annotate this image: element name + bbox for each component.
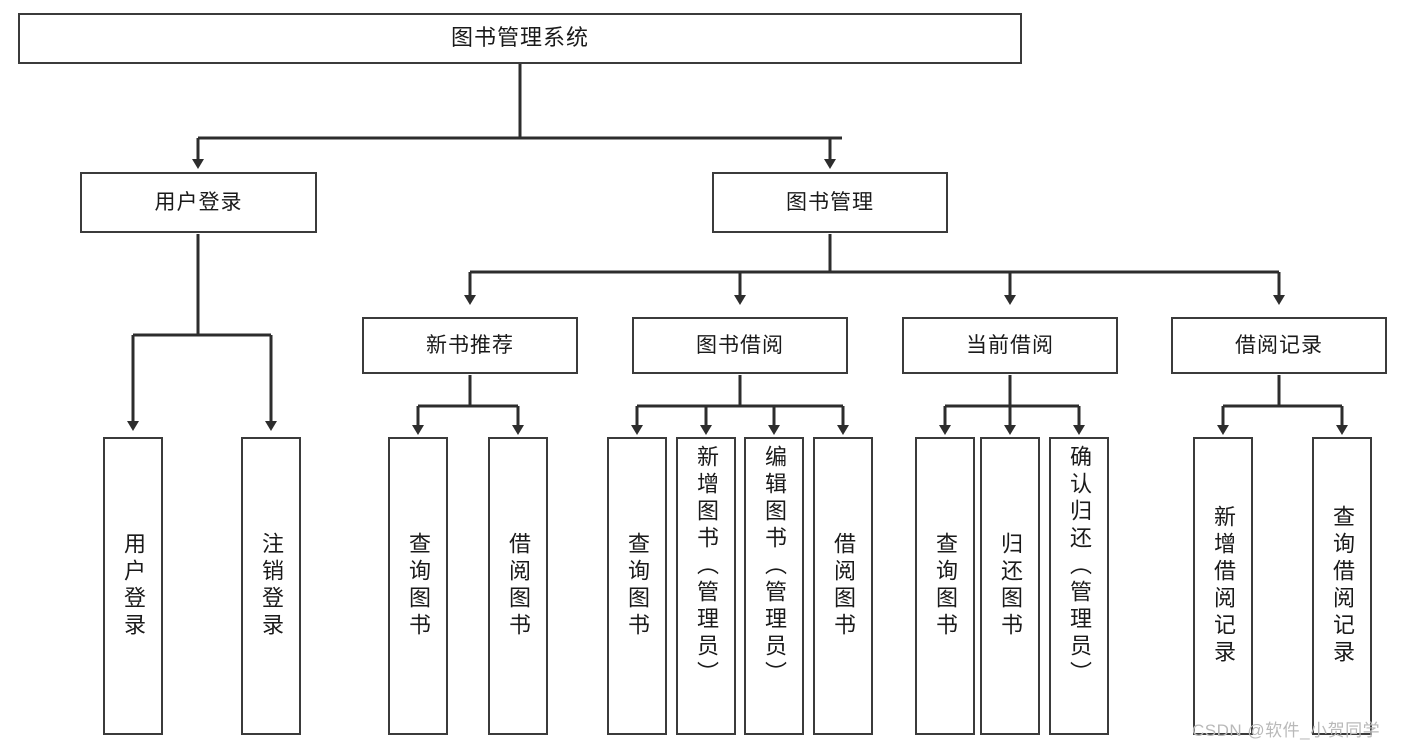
node-leaf-query-book-2-label: 查询图书 — [625, 532, 650, 640]
node-leaf-edit-book[interactable]: 编辑图书（管理员） — [744, 437, 804, 735]
node-leaf-return-book-label: 归还图书 — [998, 532, 1023, 640]
node-leaf-logout-login-label: 注销登录 — [259, 532, 284, 640]
node-new-book-recommend-label: 新书推荐 — [426, 333, 514, 357]
node-leaf-query-book-3[interactable]: 查询图书 — [915, 437, 975, 735]
node-book-manage-label: 图书管理 — [786, 190, 874, 214]
node-root-label: 图书管理系统 — [450, 25, 589, 51]
node-current-borrow-label: 当前借阅 — [966, 333, 1054, 357]
node-borrow-record-label: 借阅记录 — [1235, 333, 1323, 357]
node-user-login[interactable]: 用户登录 — [80, 172, 317, 233]
node-leaf-add-book[interactable]: 新增图书（管理员） — [676, 437, 736, 735]
node-root[interactable]: 图书管理系统 — [18, 13, 1022, 64]
node-leaf-query-record[interactable]: 查询借阅记录 — [1312, 437, 1372, 735]
node-leaf-query-book-2[interactable]: 查询图书 — [607, 437, 667, 735]
node-leaf-query-book-1-label: 查询图书 — [406, 532, 431, 640]
node-leaf-return-book[interactable]: 归还图书 — [980, 437, 1040, 735]
node-leaf-confirm-return[interactable]: 确认归还（管理员） — [1049, 437, 1109, 735]
node-leaf-add-record-label: 新增借阅记录 — [1211, 505, 1236, 667]
node-leaf-borrow-book-2-label: 借阅图书 — [831, 532, 856, 640]
node-new-book-recommend[interactable]: 新书推荐 — [362, 317, 578, 374]
node-leaf-add-book-label: 新增图书（管理员） — [694, 445, 719, 688]
node-leaf-confirm-return-label: 确认归还（管理员） — [1067, 445, 1092, 688]
node-leaf-add-record[interactable]: 新增借阅记录 — [1193, 437, 1253, 735]
node-current-borrow[interactable]: 当前借阅 — [902, 317, 1118, 374]
node-leaf-logout-login[interactable]: 注销登录 — [241, 437, 301, 735]
node-book-borrow-label: 图书借阅 — [696, 333, 784, 357]
node-leaf-edit-book-label: 编辑图书（管理员） — [762, 445, 787, 688]
node-leaf-borrow-book-1[interactable]: 借阅图书 — [488, 437, 548, 735]
node-leaf-query-book-1[interactable]: 查询图书 — [388, 437, 448, 735]
node-borrow-record[interactable]: 借阅记录 — [1171, 317, 1387, 374]
node-leaf-borrow-book-2[interactable]: 借阅图书 — [813, 437, 873, 735]
node-book-manage[interactable]: 图书管理 — [712, 172, 948, 233]
node-user-login-label: 用户登录 — [154, 190, 243, 214]
node-leaf-user-login[interactable]: 用户登录 — [103, 437, 163, 735]
node-leaf-borrow-book-1-label: 借阅图书 — [506, 532, 531, 640]
node-leaf-query-book-3-label: 查询图书 — [933, 532, 958, 640]
csdn-watermark: CSDN @软件_小贺同学 — [1192, 721, 1381, 740]
node-leaf-query-record-label: 查询借阅记录 — [1330, 505, 1355, 667]
node-book-borrow[interactable]: 图书借阅 — [632, 317, 848, 374]
node-leaf-user-login-label: 用户登录 — [121, 532, 146, 640]
